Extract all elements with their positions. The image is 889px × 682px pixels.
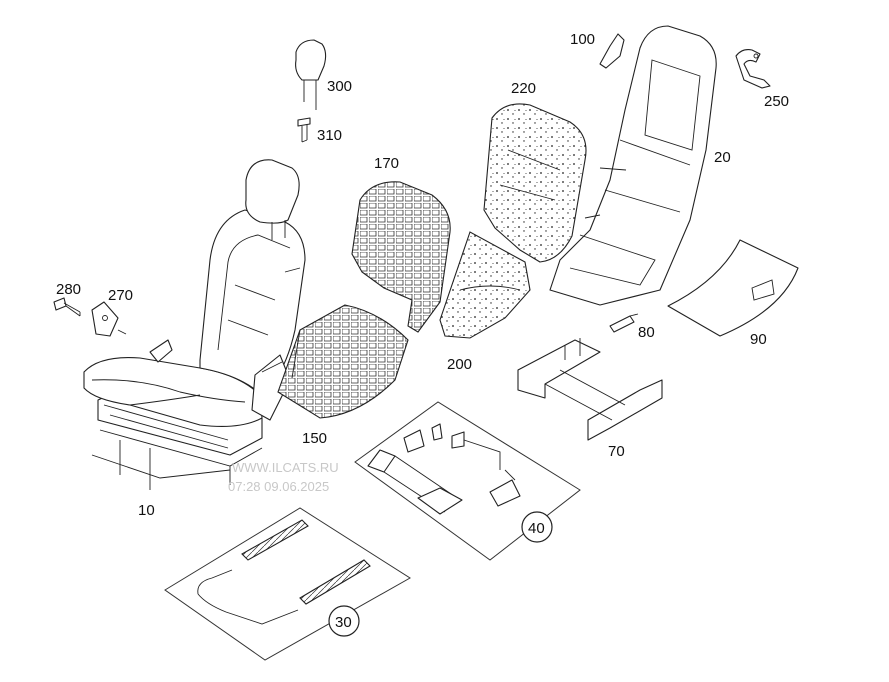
strap-part-250 (735, 49, 771, 89)
watermark-line-1: WWW.ILCATS.RU (232, 460, 339, 475)
head-restraint-part-300 (295, 39, 327, 110)
kit-part-30 (164, 507, 411, 661)
complete-seat-part-10 (83, 159, 306, 490)
lever-part-100 (599, 33, 625, 69)
console-part-70 (517, 338, 663, 441)
guide-sleeve-part-310 (297, 117, 311, 143)
label-40: 40 (528, 520, 545, 537)
backrest-cover-part-220 (483, 103, 587, 263)
label-280: 280 (56, 281, 81, 298)
bracket-part-270 (91, 301, 127, 337)
label-70: 70 (608, 443, 625, 460)
label-310: 310 (317, 127, 342, 144)
seat-frame-part-20 (549, 25, 717, 306)
label-300: 300 (327, 78, 352, 95)
screw-part-280 (53, 297, 81, 317)
callout-circle-40 (521, 511, 553, 543)
callout-circle-30 (328, 605, 360, 637)
label-30: 30 (335, 614, 352, 631)
label-250: 250 (764, 93, 789, 110)
kit-part-40 (354, 401, 581, 561)
label-100: 100 (570, 31, 595, 48)
label-170: 170 (374, 155, 399, 172)
cushion-cover-part-200 (439, 231, 531, 339)
label-150: 150 (302, 430, 327, 447)
panel-part-90 (667, 239, 799, 337)
label-20: 20 (714, 149, 731, 166)
label-270: 270 (108, 287, 133, 304)
watermark-line-2: 07:28 09.06.2025 (228, 479, 329, 494)
label-90: 90 (750, 331, 767, 348)
label-200: 200 (447, 356, 472, 373)
cushion-foam-part-150 (277, 304, 409, 419)
label-220: 220 (511, 80, 536, 97)
label-10: 10 (138, 502, 155, 519)
backrest-foam-part-170 (351, 181, 451, 333)
label-80: 80 (638, 324, 655, 341)
pin-part-80 (609, 313, 639, 333)
